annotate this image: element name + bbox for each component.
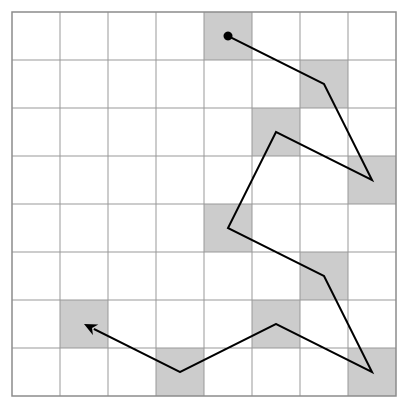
grid-lines (12, 12, 396, 396)
route-layer (84, 31, 375, 375)
start-dot (223, 31, 233, 41)
route-line (93, 35, 375, 375)
grid-border (11, 11, 397, 397)
end-arrowhead (84, 324, 99, 336)
